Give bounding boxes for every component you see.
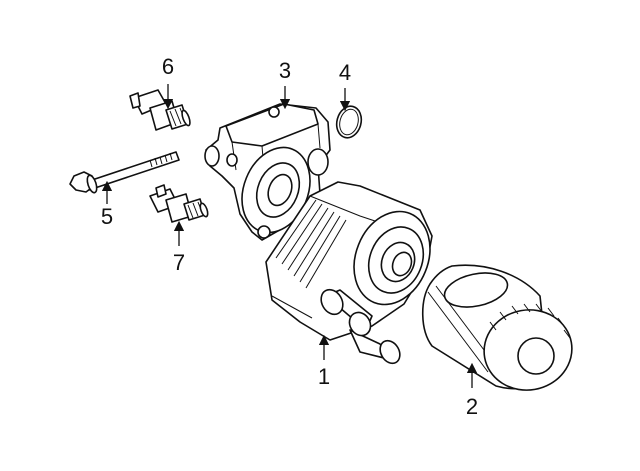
adapter-housing bbox=[204, 103, 331, 241]
callout-6: 6 bbox=[162, 54, 174, 79]
callout-labels: 1 2 3 4 5 6 7 bbox=[101, 54, 478, 419]
callout-5: 5 bbox=[101, 204, 113, 229]
leader-lines bbox=[101, 84, 478, 388]
bolt bbox=[69, 151, 180, 194]
pressure-switch bbox=[129, 89, 191, 131]
callout-3: 3 bbox=[279, 58, 291, 83]
oil-filter bbox=[421, 264, 573, 391]
o-ring bbox=[335, 105, 363, 139]
callout-7: 7 bbox=[173, 250, 185, 275]
callout-2: 2 bbox=[466, 394, 478, 419]
callout-4: 4 bbox=[339, 60, 351, 85]
oil-cooler bbox=[265, 181, 433, 365]
temp-sensor bbox=[149, 184, 209, 223]
callout-1: 1 bbox=[318, 364, 330, 389]
